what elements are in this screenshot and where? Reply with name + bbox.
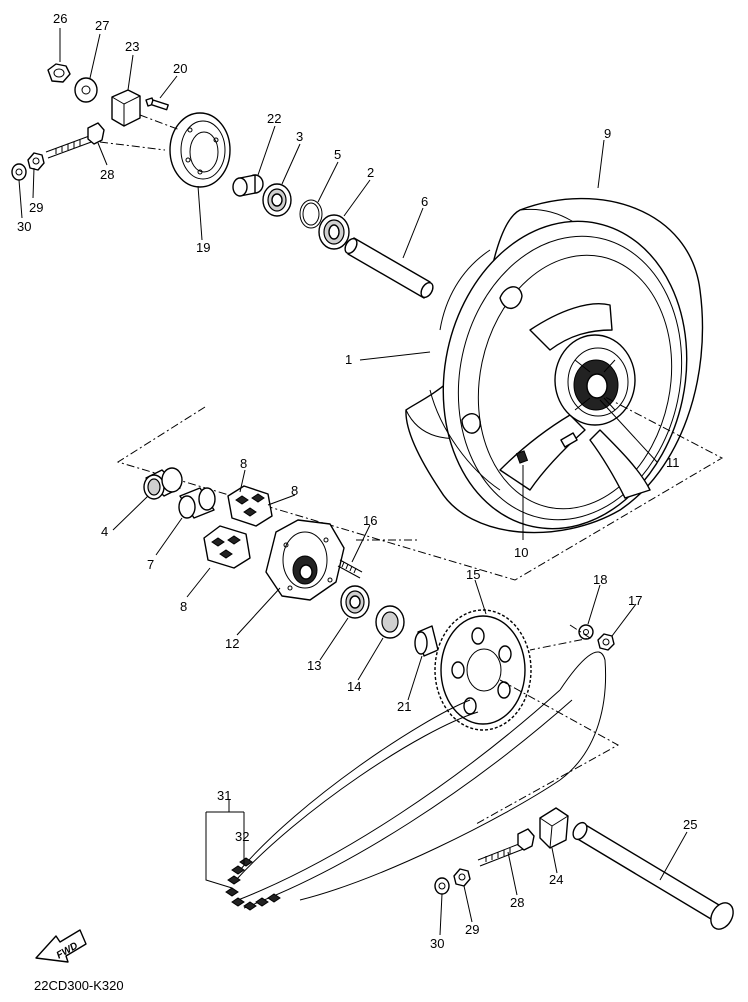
stud-16 [337, 559, 363, 579]
callout-15: 15 [466, 567, 480, 582]
callout-17: 17 [628, 593, 642, 608]
callout-18: 18 [593, 572, 607, 587]
callout-24: 24 [549, 872, 563, 887]
oil-seal-14 [375, 605, 405, 639]
callout-32: 32 [235, 829, 249, 844]
callout-6: 6 [421, 194, 428, 209]
axle-25 [572, 821, 734, 930]
washer-27 [74, 77, 98, 103]
callout-20: 20 [173, 61, 187, 76]
bolt-28-bottom [477, 828, 535, 867]
leader-lines [18, 28, 688, 936]
circlip-5 [299, 199, 323, 229]
collar-7 [178, 487, 216, 519]
callout-numbers: 26 27 23 20 28 29 30 19 22 3 5 2 6 9 1 1… [17, 11, 697, 951]
callout-4: 4 [101, 524, 108, 539]
callout-12: 12 [225, 636, 239, 651]
callout-9: 9 [604, 126, 611, 141]
spacer-22 [232, 174, 264, 197]
callout-27: 27 [95, 18, 109, 33]
damper-8-lower [203, 525, 251, 569]
bearing-2 [318, 214, 350, 250]
callout-3: 3 [296, 129, 303, 144]
caliper-bracket-19 [169, 112, 231, 188]
callout-28b: 28 [510, 895, 524, 910]
callout-14: 14 [347, 679, 361, 694]
washer-30-bottom [434, 877, 450, 895]
callout-25: 25 [683, 817, 697, 832]
nut-26 [47, 63, 71, 83]
callout-13: 13 [307, 658, 321, 673]
bearing-3 [262, 183, 292, 217]
nut-29-bottom [453, 868, 471, 887]
callout-2: 2 [367, 165, 374, 180]
washer-18 [578, 624, 594, 640]
callout-10: 10 [514, 545, 528, 560]
callout-8a: 8 [240, 456, 247, 471]
sprocket-15 [434, 609, 532, 731]
wheel-assembly [405, 197, 704, 534]
washer-30-top [11, 163, 27, 181]
nut-17 [597, 633, 615, 651]
callout-5: 5 [334, 147, 341, 162]
fwd-arrow-icon: FWD [35, 929, 87, 963]
callout-16: 16 [363, 513, 377, 528]
callout-8c: 8 [180, 599, 187, 614]
callout-1: 1 [345, 352, 352, 367]
callout-30b: 30 [430, 936, 444, 951]
callout-26: 26 [53, 11, 67, 26]
bearing-4 [143, 467, 183, 500]
callout-19: 19 [196, 240, 210, 255]
spacer-tube-6 [344, 237, 434, 299]
bolt-28-top [45, 122, 105, 159]
callout-31: 31 [217, 788, 231, 803]
callout-29b: 29 [465, 922, 479, 937]
callout-29a: 29 [29, 200, 43, 215]
nut-29-top [27, 152, 45, 171]
collar-21 [414, 625, 439, 657]
sprocket-hub-12 [265, 519, 345, 601]
callout-21: 21 [397, 699, 411, 714]
drive-chain-31 [225, 651, 607, 911]
callout-11: 11 [666, 455, 680, 470]
adjuster-block-24 [539, 807, 569, 849]
callout-30a: 30 [17, 219, 31, 234]
bolt-20 [145, 97, 169, 111]
damper-8-upper [227, 485, 273, 527]
callout-7: 7 [147, 557, 154, 572]
diagram-code: 22CD300-K320 [34, 978, 124, 993]
callout-23: 23 [125, 39, 139, 54]
adjuster-block-23 [111, 89, 141, 127]
callout-28a: 28 [100, 167, 114, 182]
callout-8b: 8 [291, 483, 298, 498]
bearing-13 [340, 585, 370, 619]
callout-22: 22 [267, 111, 281, 126]
